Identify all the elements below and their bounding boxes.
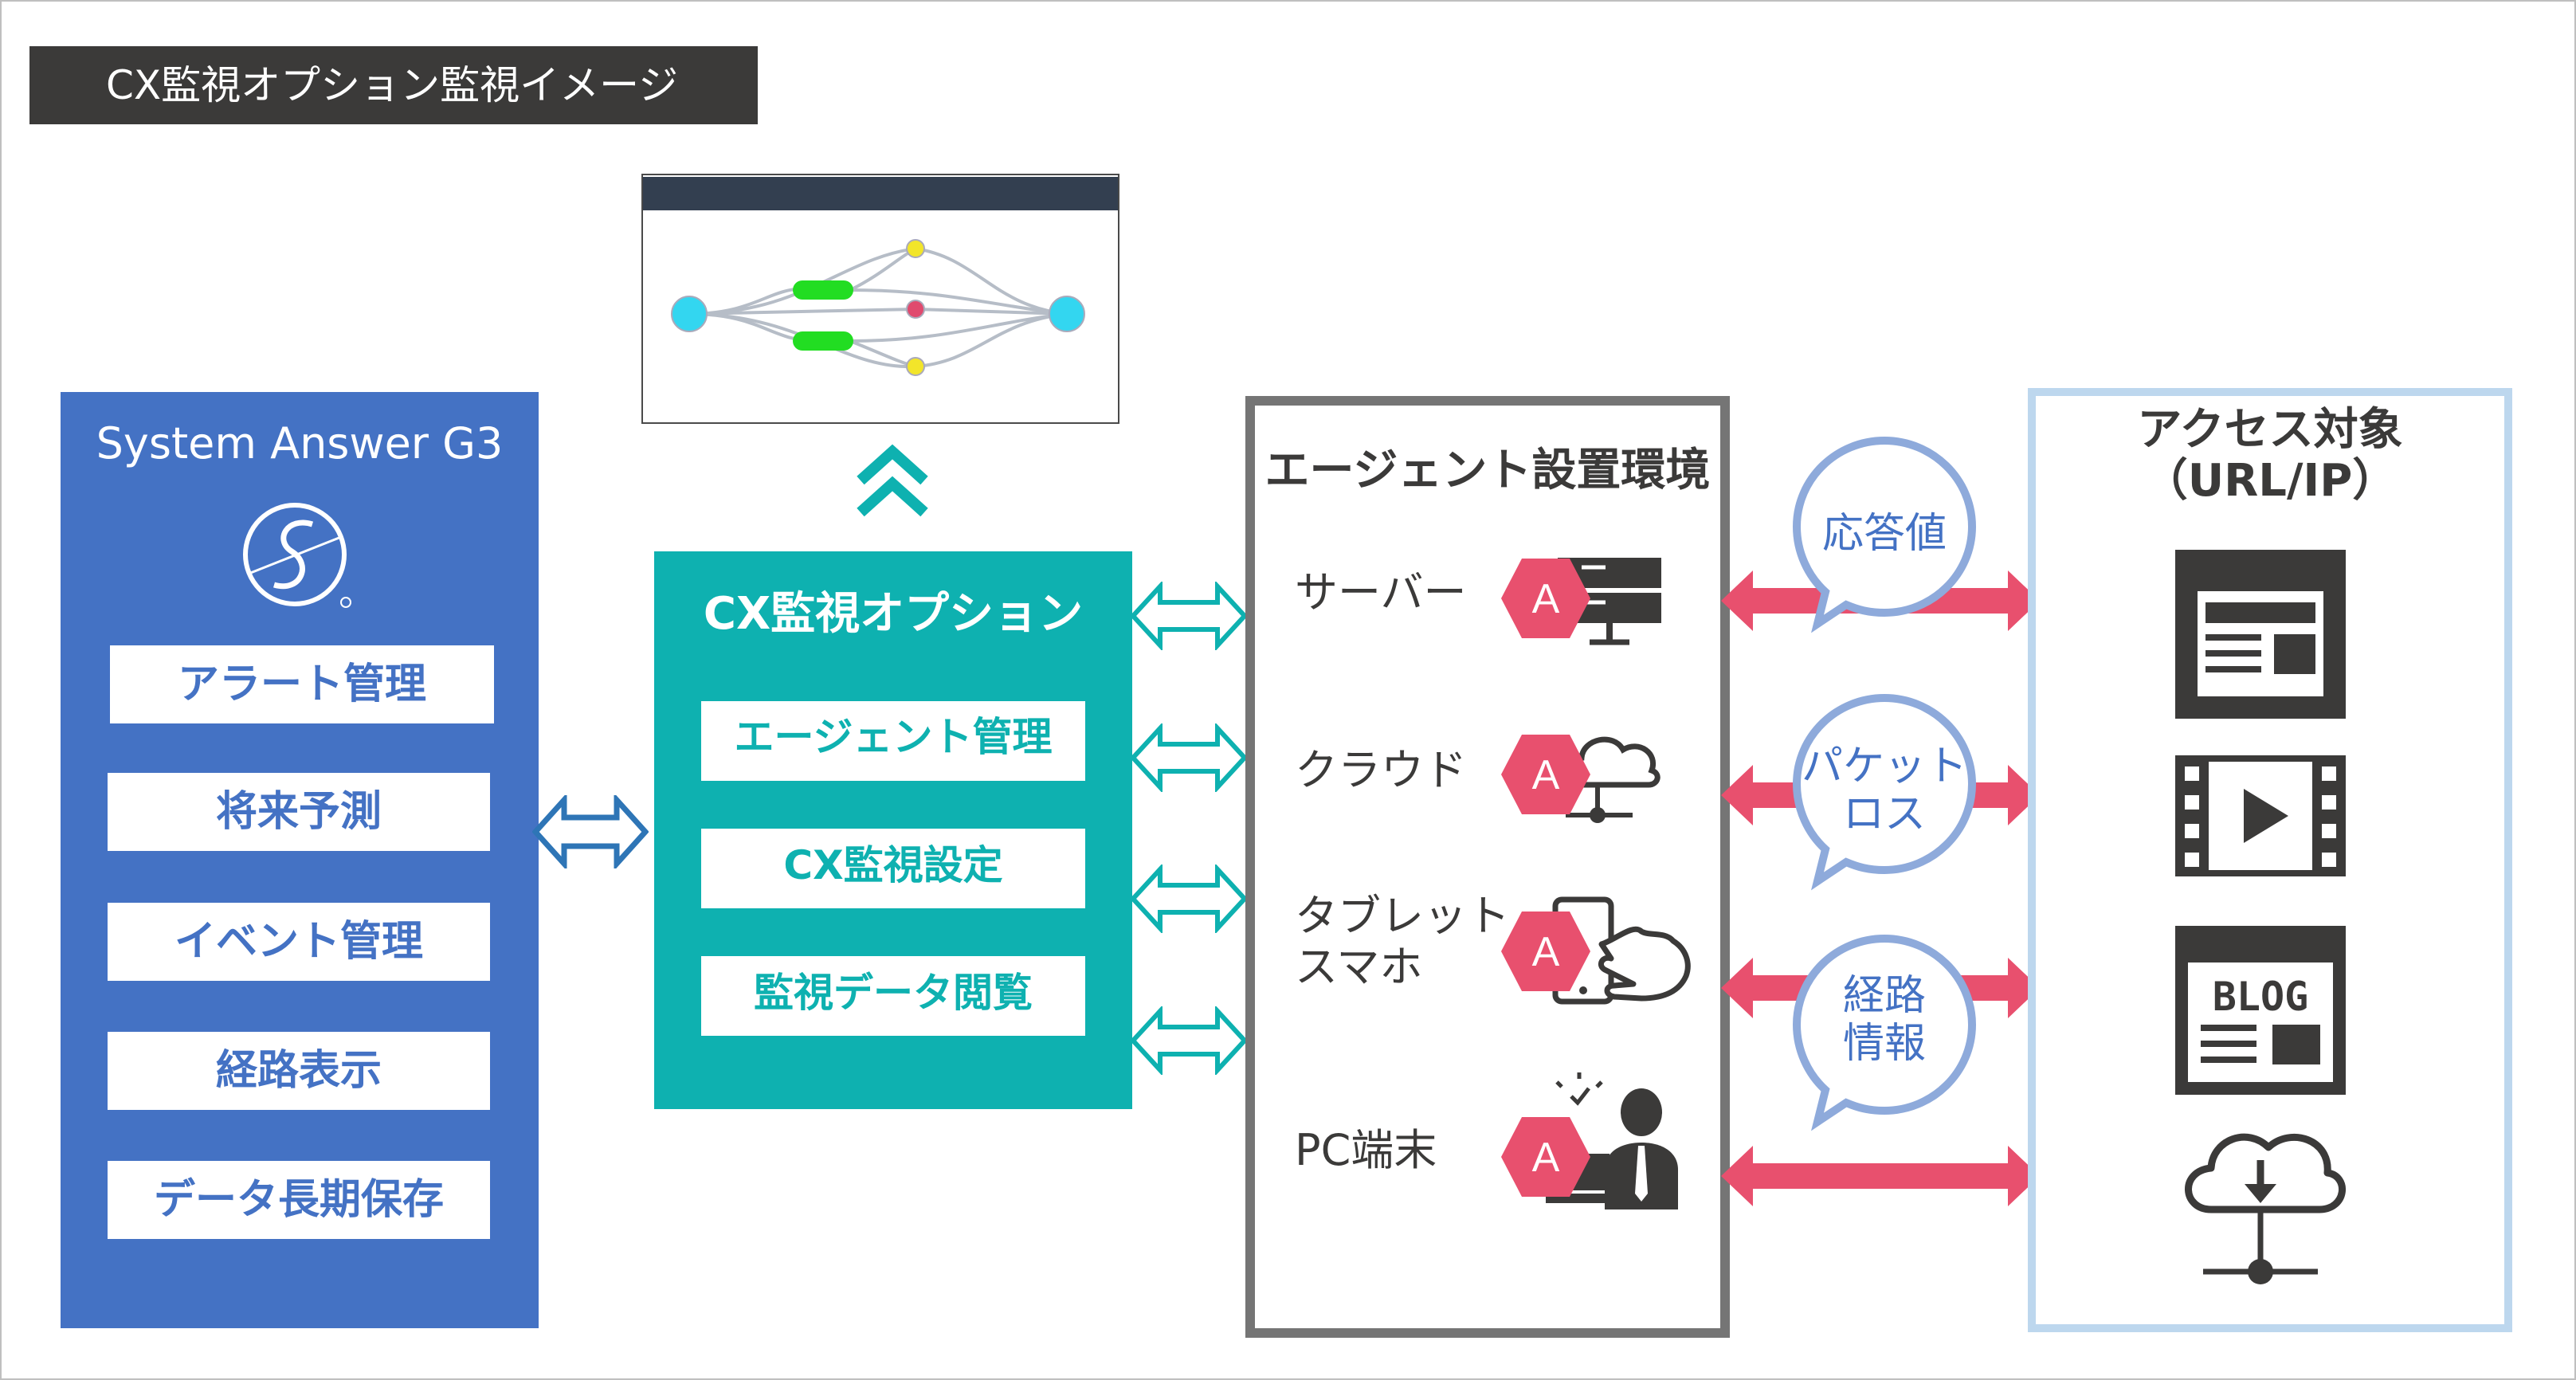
webpage-icon xyxy=(2175,550,2346,719)
menu-long-term-storage: データ長期保存 xyxy=(108,1161,490,1239)
double-arrow-teal xyxy=(1130,864,1248,933)
cx-option-title: CX監視オプション xyxy=(703,588,1084,640)
menu-event-management: イベント管理 xyxy=(108,903,490,981)
menu-route-display: 経路表示 xyxy=(108,1032,490,1110)
bubble-packet-loss-text: パケット ロス xyxy=(1801,743,1967,838)
chevron-up-double-icon xyxy=(857,444,928,517)
agent-badge-letter: A xyxy=(1532,929,1560,975)
node-yellow-2 xyxy=(906,357,925,376)
system-answer-title: System Answer G3 xyxy=(96,418,504,468)
agent-badge-tablet: A xyxy=(1501,912,1590,991)
video-icon xyxy=(2175,755,2346,876)
node-start xyxy=(671,296,708,332)
agent-badge-server: A xyxy=(1501,559,1590,638)
double-arrow-blue xyxy=(532,795,649,868)
double-arrow-teal xyxy=(1130,1006,1248,1075)
speech-bubble-packet-loss xyxy=(1792,693,1977,891)
bubble-response-text: 応答値 xyxy=(1821,510,1947,558)
network-map-preview xyxy=(641,174,1119,424)
cx-agent-management: エージェント管理 xyxy=(701,701,1085,781)
system-answer-logo-icon xyxy=(243,503,351,608)
node-red xyxy=(906,300,925,319)
node-green-1 xyxy=(793,280,853,300)
menu-forecast: 将来予測 xyxy=(108,773,490,851)
cloud-download-icon xyxy=(2185,1133,2347,1284)
agent-badge-letter: A xyxy=(1532,752,1560,798)
node-yellow-1 xyxy=(906,239,925,258)
double-arrow-teal xyxy=(1130,582,1248,650)
device-label-cloud: クラウド xyxy=(1295,745,1467,795)
speech-bubble-response xyxy=(1792,436,1977,633)
double-arrow-teal xyxy=(1130,723,1248,792)
network-map-graph xyxy=(671,239,1085,376)
blog-icon: BLOG xyxy=(2175,926,2346,1095)
cx-monitor-settings: CX監視設定 xyxy=(701,829,1085,908)
cx-data-browse: 監視データ閲覧 xyxy=(701,956,1085,1036)
agent-badge-cloud: A xyxy=(1501,735,1590,814)
device-label-pc: PC端末 xyxy=(1295,1125,1437,1175)
agent-badge-pc: A xyxy=(1501,1117,1590,1197)
device-label-server: サーバー xyxy=(1295,567,1467,617)
access-target-title: アクセス対象 （URL/IP） xyxy=(2137,404,2403,507)
speech-bubble-route xyxy=(1792,934,1977,1131)
node-green-2 xyxy=(793,331,853,351)
slide-title: CX監視オプション監視イメージ xyxy=(29,46,758,124)
agent-badge-letter: A xyxy=(1532,576,1560,622)
preview-header-bar xyxy=(643,177,1118,210)
agent-environment-title: エージェント設置環境 xyxy=(1264,445,1711,496)
menu-alert-management: アラート管理 xyxy=(110,645,494,723)
double-arrow-pink xyxy=(1721,1146,2040,1206)
blog-icon-label: BLOG xyxy=(2213,974,2308,1020)
device-label-tablet: タブレット スマホ xyxy=(1295,891,1510,992)
bubble-route-text: 経路 情報 xyxy=(1842,972,1926,1068)
node-end xyxy=(1049,296,1085,332)
agent-badge-letter: A xyxy=(1532,1135,1560,1181)
